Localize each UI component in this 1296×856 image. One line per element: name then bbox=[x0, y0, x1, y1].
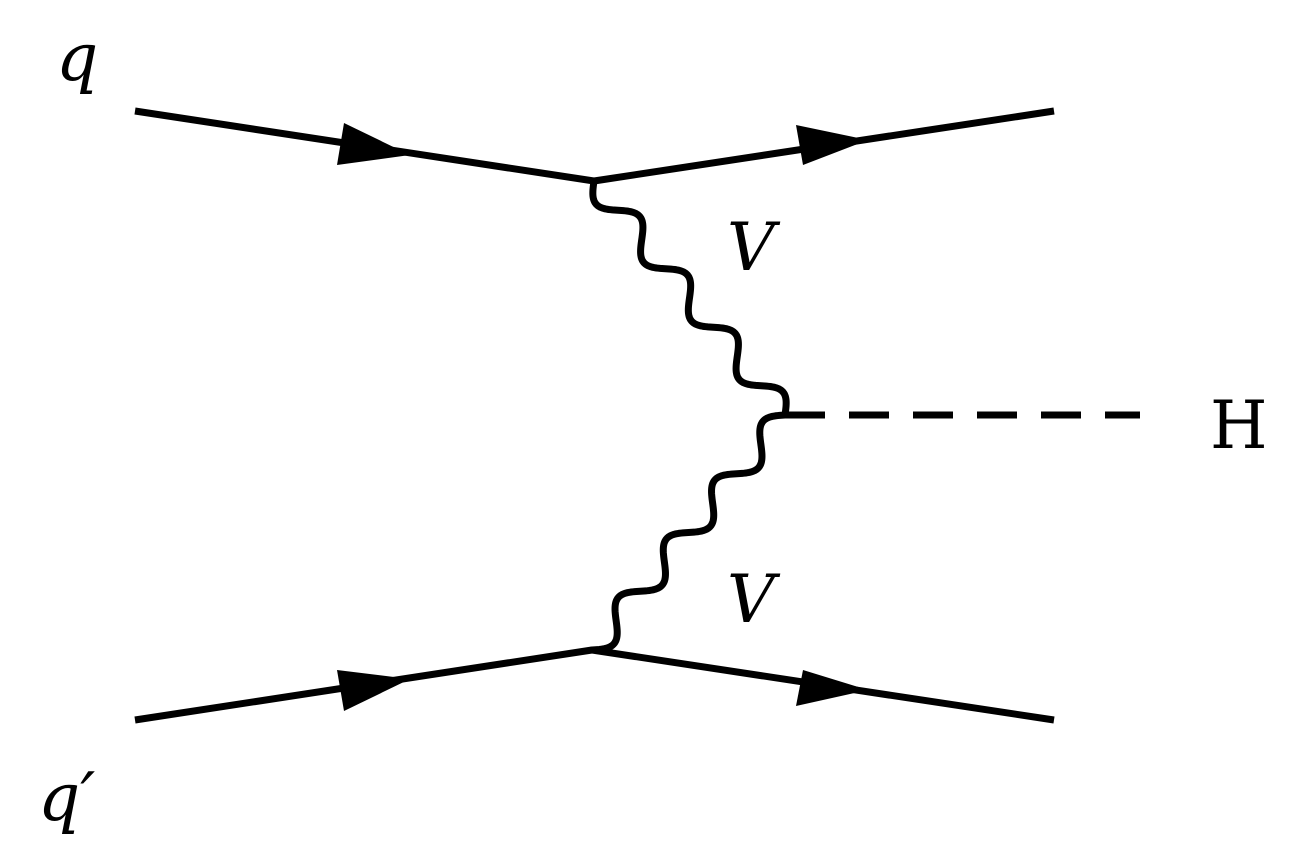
label-h: H bbox=[1210, 387, 1268, 464]
arrow-top-outgoing-icon bbox=[796, 125, 868, 165]
bottom-vector-boson-line bbox=[588, 411, 789, 654]
label-v-top: V bbox=[727, 209, 781, 286]
label-q-prime: q′ bbox=[38, 759, 95, 836]
arrow-top-incoming-icon bbox=[337, 123, 410, 165]
label-q: q bbox=[56, 19, 98, 96]
arrow-bottom-incoming-icon bbox=[337, 670, 410, 711]
label-v-bottom: V bbox=[727, 561, 781, 638]
top-vector-boson-line bbox=[589, 177, 790, 419]
arrow-bottom-outgoing-icon bbox=[796, 670, 868, 706]
